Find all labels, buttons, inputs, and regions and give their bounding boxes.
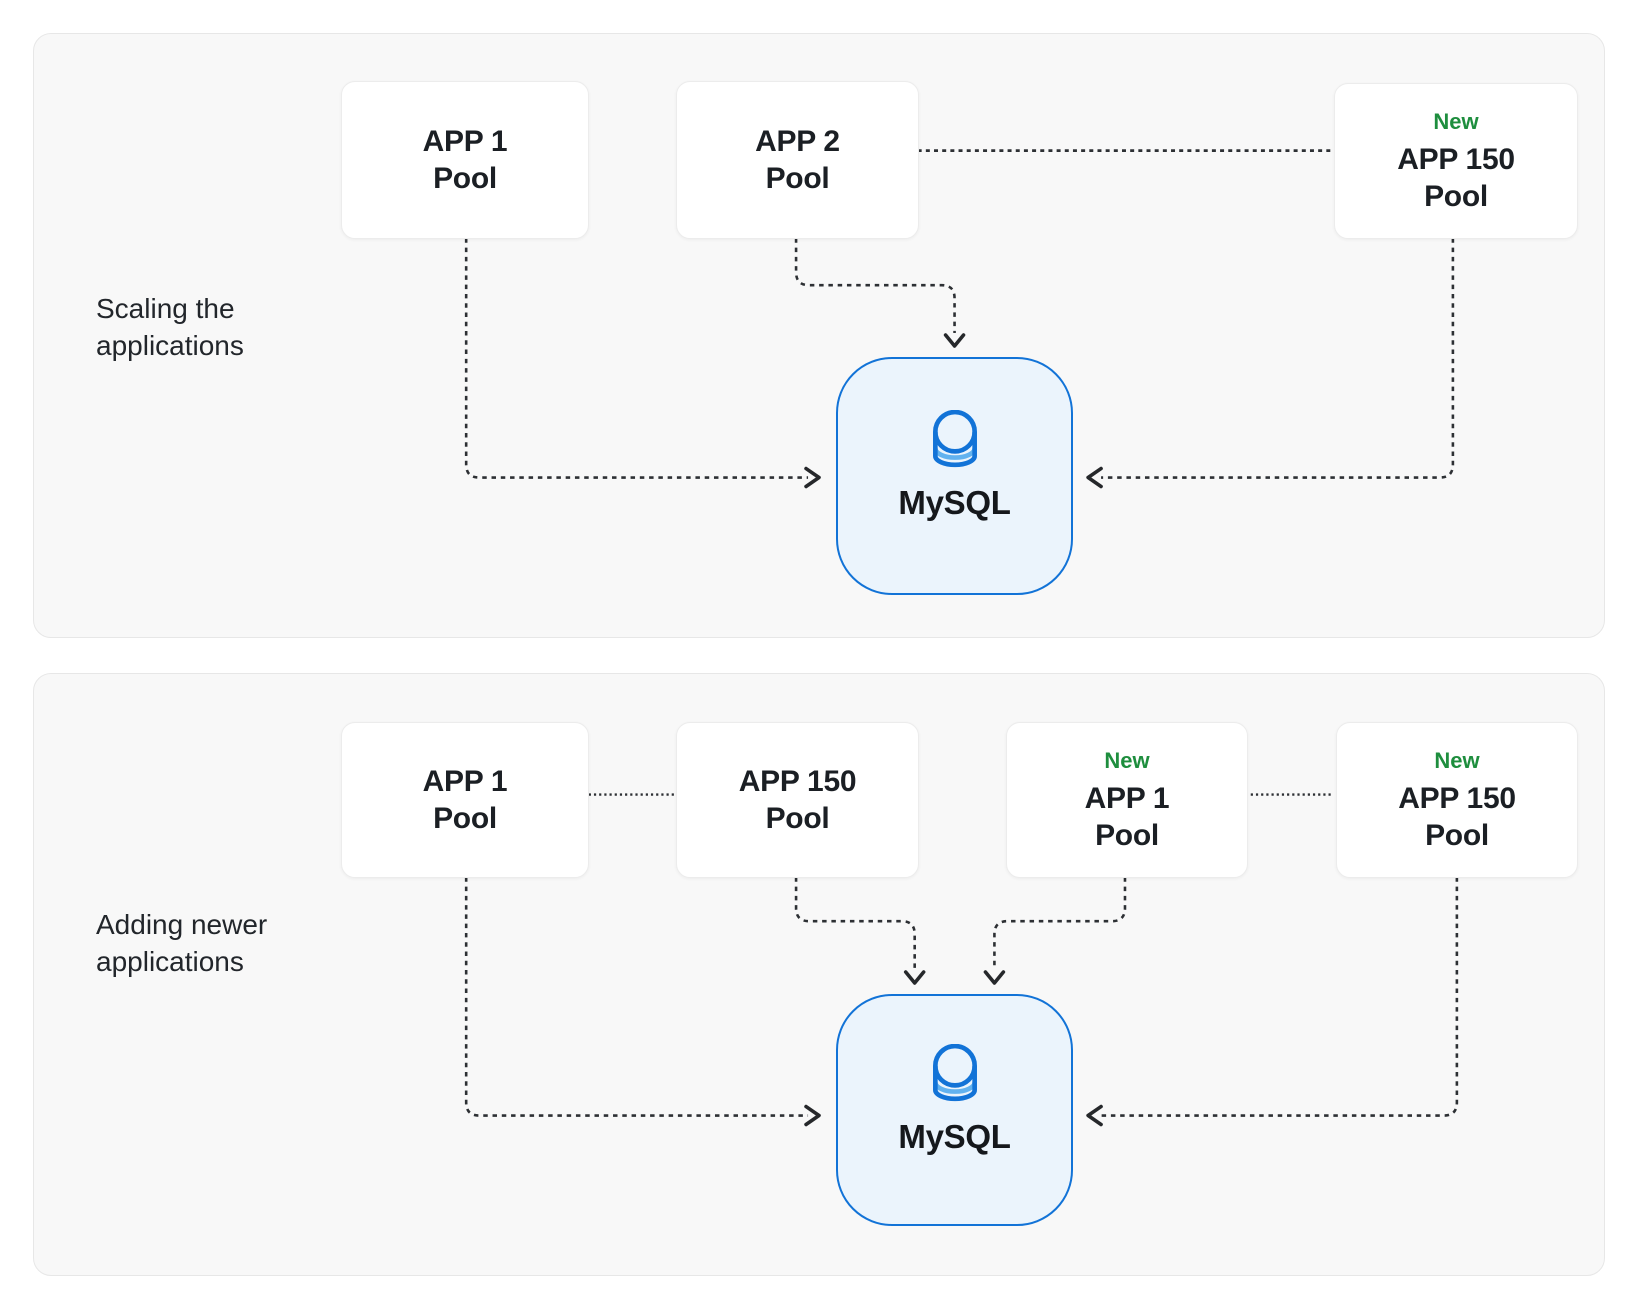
node-title: APP 2	[755, 125, 840, 158]
panel-label: Scaling the applications	[96, 293, 244, 361]
mysql-label: MySQL	[898, 484, 1011, 521]
panel-adding-newer-applications: Adding newer applications APP 1 Pool APP…	[33, 673, 1605, 1276]
database-cylinder-icon	[932, 1044, 977, 1102]
node-mysql: MySQL	[836, 357, 1073, 595]
arrowhead-right-icon	[804, 1104, 821, 1127]
node-subtitle: Pool	[1425, 818, 1489, 852]
new-badge: New	[1104, 747, 1150, 773]
arrowhead-down-icon	[983, 970, 1006, 985]
node-title: APP 1	[422, 125, 508, 158]
node-title: APP 150	[1398, 781, 1516, 815]
node-subtitle: Pool	[765, 802, 830, 835]
arrowhead-down-icon	[903, 970, 926, 985]
connector-app2-to-mysql	[794, 238, 956, 334]
connector-layer	[464, 149, 1455, 489]
node-subtitle: Pool	[433, 162, 497, 195]
node-title: APP 150	[1397, 142, 1515, 176]
database-cylinder-icon	[932, 410, 977, 468]
node-app150-pool-new: New APP 150 Pool	[1336, 722, 1578, 878]
node-subtitle: Pool	[765, 162, 830, 195]
arrowhead-left-icon	[1086, 1104, 1103, 1127]
panel-scaling-applications: Scaling the applications APP 1 Pool APP …	[33, 33, 1605, 638]
node-app1-pool: APP 1 Pool	[341, 722, 589, 878]
node-title: APP 1	[422, 765, 508, 798]
connector-newapp1-to-mysql	[993, 877, 1127, 971]
new-badge: New	[1433, 108, 1479, 134]
connector-app150-to-mysql	[794, 877, 916, 971]
node-app150-pool-new: New APP 150 Pool	[1334, 83, 1578, 239]
panel-label: Adding newer applications	[96, 909, 268, 977]
connector-app150-to-mysql	[1101, 238, 1455, 479]
node-app1-pool-new: New APP 1 Pool	[1006, 722, 1248, 878]
node-app150-pool: APP 150 Pool	[676, 722, 919, 878]
node-subtitle: Pool	[433, 802, 497, 835]
connector-app1-to-mysql	[464, 238, 809, 479]
connector-layer	[464, 793, 1459, 1127]
connector-app1-to-mysql	[464, 877, 809, 1117]
node-subtitle: Pool	[1424, 179, 1488, 213]
connector-newapp150-to-mysql	[1101, 877, 1459, 1117]
node-app1-pool: APP 1 Pool	[341, 81, 589, 239]
node-title: APP 150	[738, 765, 857, 798]
node-mysql: MySQL	[836, 994, 1073, 1226]
node-title: APP 1	[1084, 781, 1170, 815]
arrowhead-right-icon	[804, 466, 821, 489]
node-subtitle: Pool	[1095, 818, 1159, 852]
node-app2-pool: APP 2 Pool	[676, 81, 919, 239]
arrowhead-down-icon	[943, 333, 966, 348]
new-badge: New	[1434, 747, 1480, 773]
arrowhead-left-icon	[1086, 466, 1103, 489]
mysql-label: MySQL	[898, 1118, 1011, 1155]
